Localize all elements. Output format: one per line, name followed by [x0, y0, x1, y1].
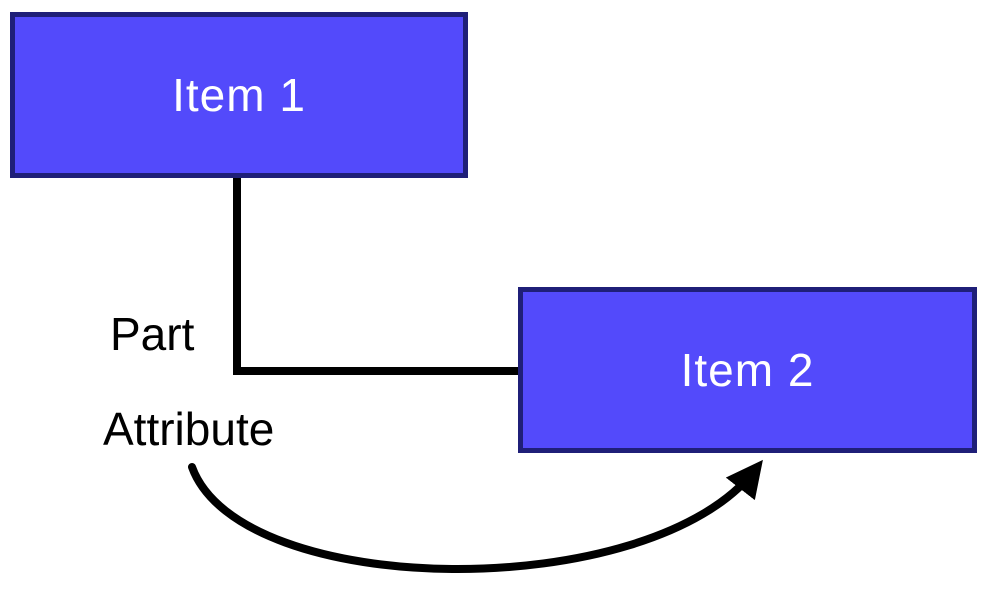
- part-connector-horizontal-segment: [233, 367, 518, 375]
- part-label: Part: [110, 308, 195, 360]
- item2-box: Item 2: [518, 287, 977, 453]
- attribute-label: Attribute: [103, 403, 275, 455]
- item1-label: Item 1: [172, 69, 306, 121]
- item2-label: Item 2: [680, 344, 815, 396]
- attribute-arrow-path: [188, 459, 763, 573]
- item1-box: Item 1: [10, 12, 468, 178]
- part-connector-vertical-segment: [233, 178, 241, 375]
